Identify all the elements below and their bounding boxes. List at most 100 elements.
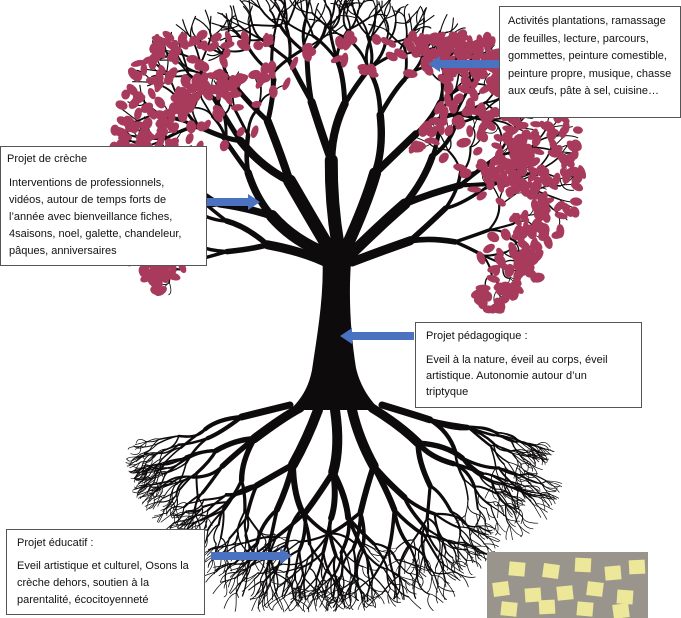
activites-box: Activités plantations, ramassage de feui… <box>499 6 681 118</box>
projet-pedagogique-box: Projet pédagogique : Eveil à la nature, … <box>415 322 642 408</box>
leaf <box>403 69 418 79</box>
tree-root <box>451 560 468 567</box>
sticky-note <box>574 557 592 573</box>
tree-root <box>137 452 150 460</box>
leaf <box>282 77 291 91</box>
tree-branch <box>313 2 320 24</box>
arrow-right-icon <box>340 328 414 344</box>
tree-root <box>477 525 493 532</box>
tree-root <box>191 509 209 518</box>
tree-root <box>519 440 536 452</box>
tree-root <box>318 593 335 603</box>
tree-root <box>342 591 350 607</box>
leaf <box>470 69 481 82</box>
tree-root <box>537 446 551 455</box>
leaf <box>428 137 440 146</box>
tree-root <box>498 484 518 489</box>
tree-root <box>273 593 283 610</box>
leaf <box>411 141 427 151</box>
tree-branch <box>195 17 211 32</box>
tree-trunk <box>290 250 380 410</box>
tree-root <box>235 565 246 579</box>
tree-root <box>473 485 497 495</box>
leaf <box>510 117 522 127</box>
tree-root <box>435 585 439 604</box>
tree-root <box>497 467 520 490</box>
tree-root <box>259 573 268 596</box>
tree-root <box>537 496 554 500</box>
tree-root <box>177 436 209 447</box>
tree-root <box>161 446 182 460</box>
tree-root <box>537 452 552 456</box>
tree-root <box>152 472 166 490</box>
tree-root <box>423 525 439 551</box>
tree-root <box>306 596 314 610</box>
tree-branch <box>247 5 253 24</box>
tree-root <box>143 443 159 454</box>
tree-branch <box>324 153 345 252</box>
tree-root <box>387 558 404 566</box>
tree-root <box>153 494 166 501</box>
tree-branch <box>191 26 203 43</box>
leaf <box>289 56 299 71</box>
leaf <box>527 157 541 168</box>
tree-root <box>503 463 507 482</box>
tree-root <box>363 592 373 607</box>
tree-root <box>349 591 358 610</box>
leaf <box>260 62 270 76</box>
tree-root <box>407 544 430 567</box>
tree-root <box>130 474 147 479</box>
tree-root <box>301 576 318 593</box>
leaf <box>547 180 558 190</box>
tree-root <box>260 581 264 597</box>
leaf <box>253 40 264 51</box>
tree-root <box>466 426 495 445</box>
tree-root <box>528 444 540 453</box>
tree-root <box>218 563 232 577</box>
tree-root <box>495 467 504 485</box>
tree-root <box>262 545 279 551</box>
leaf <box>554 212 568 220</box>
tree-root <box>514 475 526 482</box>
leaf <box>526 252 538 265</box>
tree-root <box>293 598 304 612</box>
tree-branch <box>273 0 277 5</box>
tree-root <box>253 558 265 580</box>
tree-root <box>452 542 478 550</box>
tree-root <box>465 560 482 569</box>
tree-branch <box>308 0 313 14</box>
tree-branch <box>180 48 190 76</box>
tree-root <box>524 461 533 472</box>
tree-root <box>485 507 490 521</box>
leaf <box>150 74 164 85</box>
tree-root <box>474 545 489 550</box>
leaf <box>268 60 277 72</box>
leaf <box>468 42 482 53</box>
leaf <box>134 107 142 121</box>
sticky-note <box>616 589 634 605</box>
tree-branch <box>472 115 480 129</box>
tree-root <box>381 574 400 595</box>
tree-branch <box>403 3 409 24</box>
tree-root <box>533 504 542 518</box>
leaf <box>262 35 274 45</box>
tree-root <box>443 569 457 581</box>
tree-root <box>396 539 415 549</box>
tree-root <box>148 493 155 509</box>
tree-root <box>133 442 146 448</box>
tree-root <box>533 456 546 465</box>
tree-root <box>143 458 153 468</box>
tree-root <box>411 572 420 586</box>
tree-branch <box>224 218 271 248</box>
leaf <box>562 172 571 184</box>
tree-branch <box>232 5 240 26</box>
tree-root <box>326 573 343 591</box>
leaf <box>462 78 473 87</box>
tree-root <box>494 521 499 536</box>
leaf <box>222 48 231 58</box>
tree-root <box>215 563 232 571</box>
leaf <box>557 153 572 165</box>
tree-branch <box>189 15 197 39</box>
leaf <box>491 142 503 150</box>
tree-root <box>486 535 501 542</box>
